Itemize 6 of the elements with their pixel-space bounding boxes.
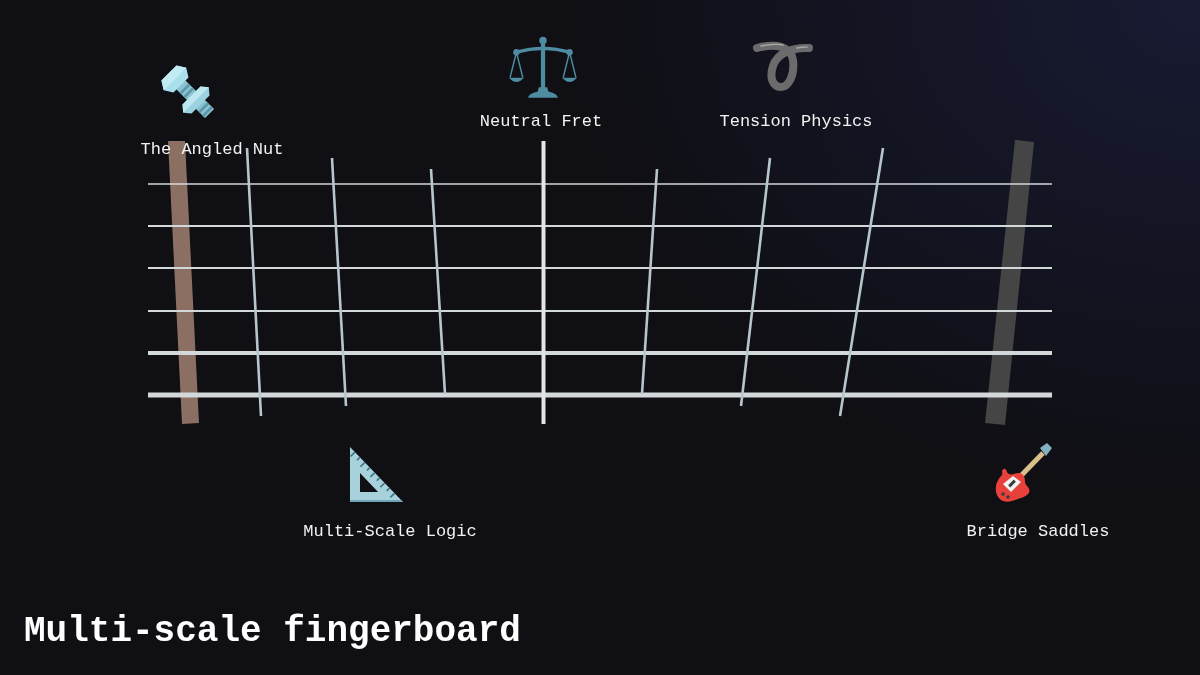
feature-label: Neutral Fret — [479, 113, 603, 131]
page-title: Multi-scale fingerboard — [24, 612, 521, 652]
feature-label: Multi-Scale Logic — [303, 523, 477, 541]
feature-label: The Angled Nut — [140, 141, 284, 159]
feature-label: Bridge Saddles — [966, 523, 1110, 541]
feature-label: Tension Physics — [719, 113, 873, 131]
